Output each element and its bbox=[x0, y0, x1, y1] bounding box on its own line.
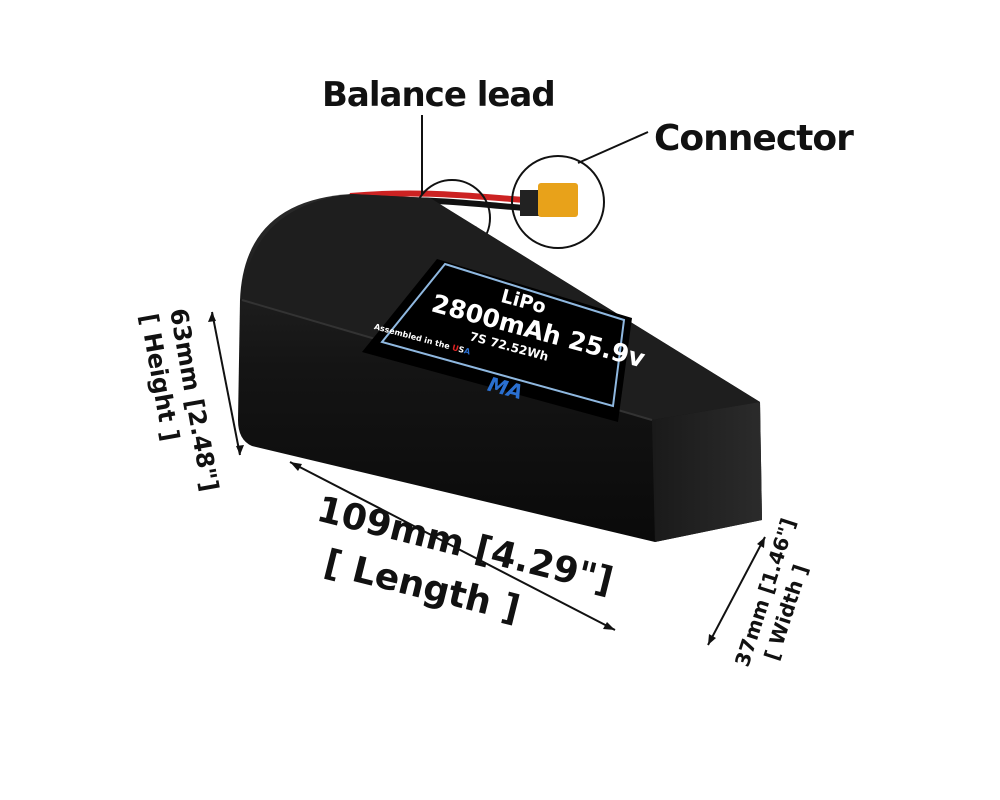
height-dimension: 63mm [2.48"] [ Height ] bbox=[135, 306, 244, 494]
connector-callout: Connector bbox=[654, 118, 854, 159]
connector-line bbox=[577, 131, 649, 164]
balance-lead-callout: Balance lead bbox=[322, 75, 555, 115]
width-dimension: 37mm [1.46"] [ Width ] bbox=[707, 515, 813, 670]
xt-connector bbox=[520, 183, 578, 217]
connector-circle bbox=[511, 155, 605, 249]
